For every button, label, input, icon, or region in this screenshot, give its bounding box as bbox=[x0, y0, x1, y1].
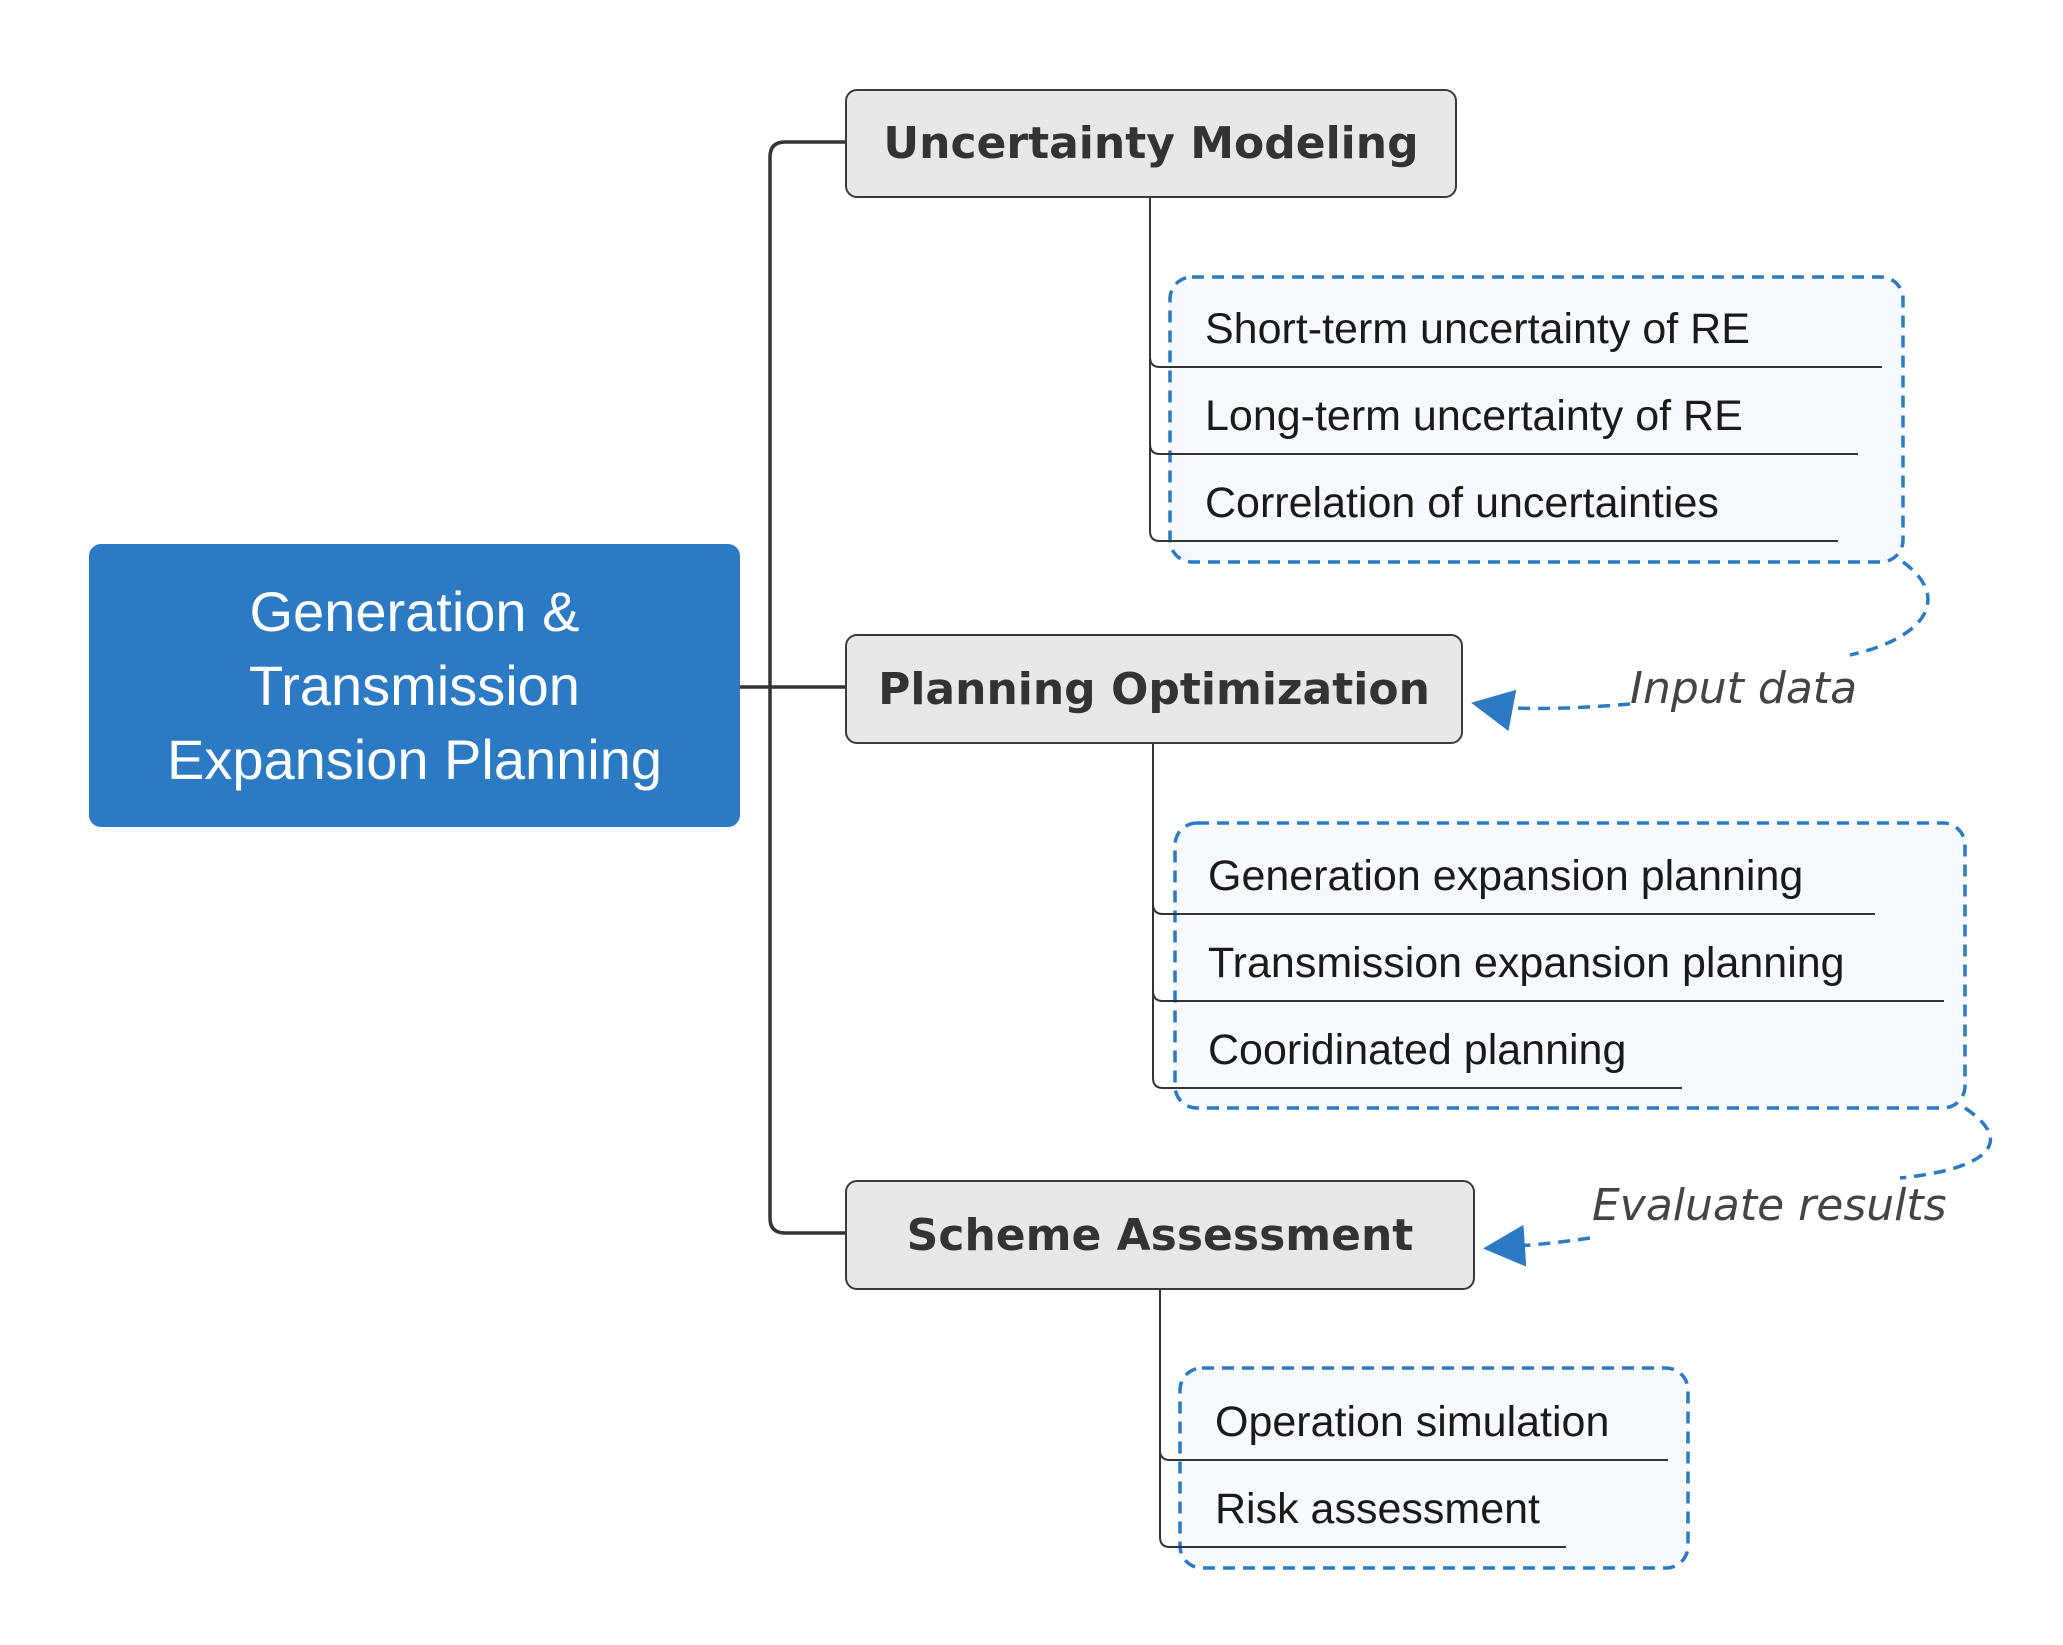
leaf-line-correlation bbox=[1149, 444, 1838, 542]
leaf-line-risk bbox=[1159, 1450, 1566, 1548]
leaf-item[interactable]: Short-term uncertainty of RE bbox=[1205, 305, 1750, 353]
root-node[interactable]: Generation & Transmission Expansion Plan… bbox=[89, 544, 740, 827]
evaluate-results-label: Evaluate results bbox=[1592, 1180, 1947, 1231]
uncertainty-group-box bbox=[1168, 275, 1905, 564]
branch-label: Planning Optimization bbox=[878, 663, 1430, 715]
branch-label: Scheme Assessment bbox=[906, 1209, 1414, 1261]
evaluate-results-arrow bbox=[1483, 1224, 1591, 1267]
branch-planning-optimization[interactable]: Planning Optimization bbox=[845, 634, 1463, 744]
root-line-2: Transmission bbox=[249, 653, 580, 717]
branch-scheme-assessment[interactable]: Scheme Assessment bbox=[845, 1180, 1475, 1290]
leaf-line-coordinated bbox=[1152, 991, 1682, 1089]
leaf-item[interactable]: Correlation of uncertainties bbox=[1205, 479, 1719, 527]
input-data-curve bbox=[1849, 560, 1930, 657]
trunk-bracket bbox=[768, 140, 845, 1235]
leaf-item[interactable]: Risk assessment bbox=[1215, 1485, 1540, 1533]
branch-uncertainty-modeling[interactable]: Uncertainty Modeling bbox=[845, 89, 1457, 198]
trunk-connectors bbox=[740, 140, 845, 1235]
leaf-item[interactable]: Operation simulation bbox=[1215, 1398, 1610, 1446]
leaf-item[interactable]: Long-term uncertainty of RE bbox=[1205, 392, 1743, 440]
evaluate-results-curve bbox=[1899, 1106, 1992, 1180]
input-data-arrow bbox=[1471, 689, 1631, 732]
root-line-3: Expansion Planning bbox=[166, 727, 663, 791]
leaf-item[interactable]: Generation expansion planning bbox=[1208, 852, 1804, 900]
branch-label: Uncertainty Modeling bbox=[883, 118, 1419, 169]
root-line-1: Generation & bbox=[249, 579, 580, 643]
leaf-item[interactable]: Transmission expansion planning bbox=[1208, 939, 1845, 987]
assessment-group-box bbox=[1178, 1366, 1690, 1570]
input-data-label: Input data bbox=[1630, 663, 1858, 714]
leaf-item[interactable]: Cooridinated planning bbox=[1208, 1026, 1627, 1074]
planning-group-box bbox=[1173, 821, 1967, 1110]
